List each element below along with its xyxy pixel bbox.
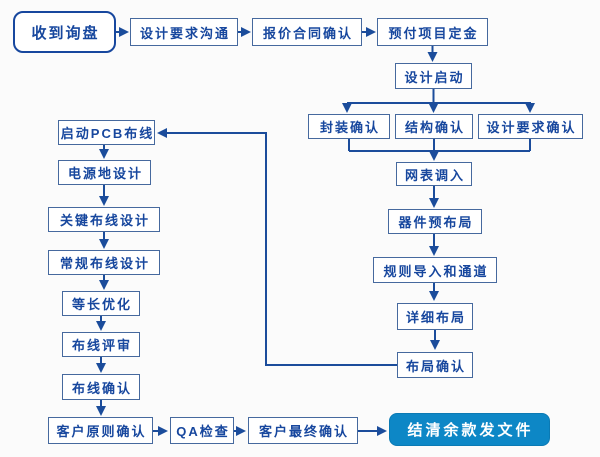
node-prepay-project-deposit: 预付项目定金 (377, 18, 488, 46)
node-receive-inquiry: 收到询盘 (13, 11, 116, 53)
node-design-kickoff: 设计启动 (395, 63, 472, 89)
node-design-requirement-confirm: 设计要求确认 (478, 114, 583, 139)
node-component-pre-layout: 器件预布局 (388, 209, 482, 234)
node-rules-import-and-channel: 规则导入和通道 (373, 257, 497, 283)
node-qa-check: QA检查 (170, 417, 234, 444)
node-routing-confirm: 布线确认 (62, 374, 140, 400)
node-settle-balance-send-files: 结清余款发文件 (389, 413, 550, 446)
node-quotation-contract-confirm: 报价合同确认 (252, 18, 362, 46)
node-routing-review: 布线评审 (62, 332, 140, 357)
node-length-matching-optimization: 等长优化 (62, 291, 140, 316)
node-layout-confirm: 布局确认 (397, 352, 473, 378)
node-structure-confirm: 结构确认 (395, 114, 473, 139)
node-power-ground-design: 电源地设计 (58, 160, 151, 185)
node-detailed-layout: 详细布局 (397, 303, 473, 330)
node-start-pcb-routing: 启动PCB布线 (58, 120, 155, 145)
node-netlist-import: 网表调入 (396, 162, 472, 186)
node-package-confirm: 封装确认 (308, 114, 390, 139)
node-customer-principle-confirm: 客户原则确认 (48, 417, 153, 444)
node-customer-final-confirm: 客户最终确认 (248, 417, 358, 444)
node-critical-routing-design: 关键布线设计 (48, 207, 160, 232)
node-design-requirement-communication: 设计要求沟通 (130, 18, 238, 46)
node-regular-routing-design: 常规布线设计 (48, 250, 160, 275)
edge-layoutconfirm-to-pcbrouting (157, 128, 397, 366)
